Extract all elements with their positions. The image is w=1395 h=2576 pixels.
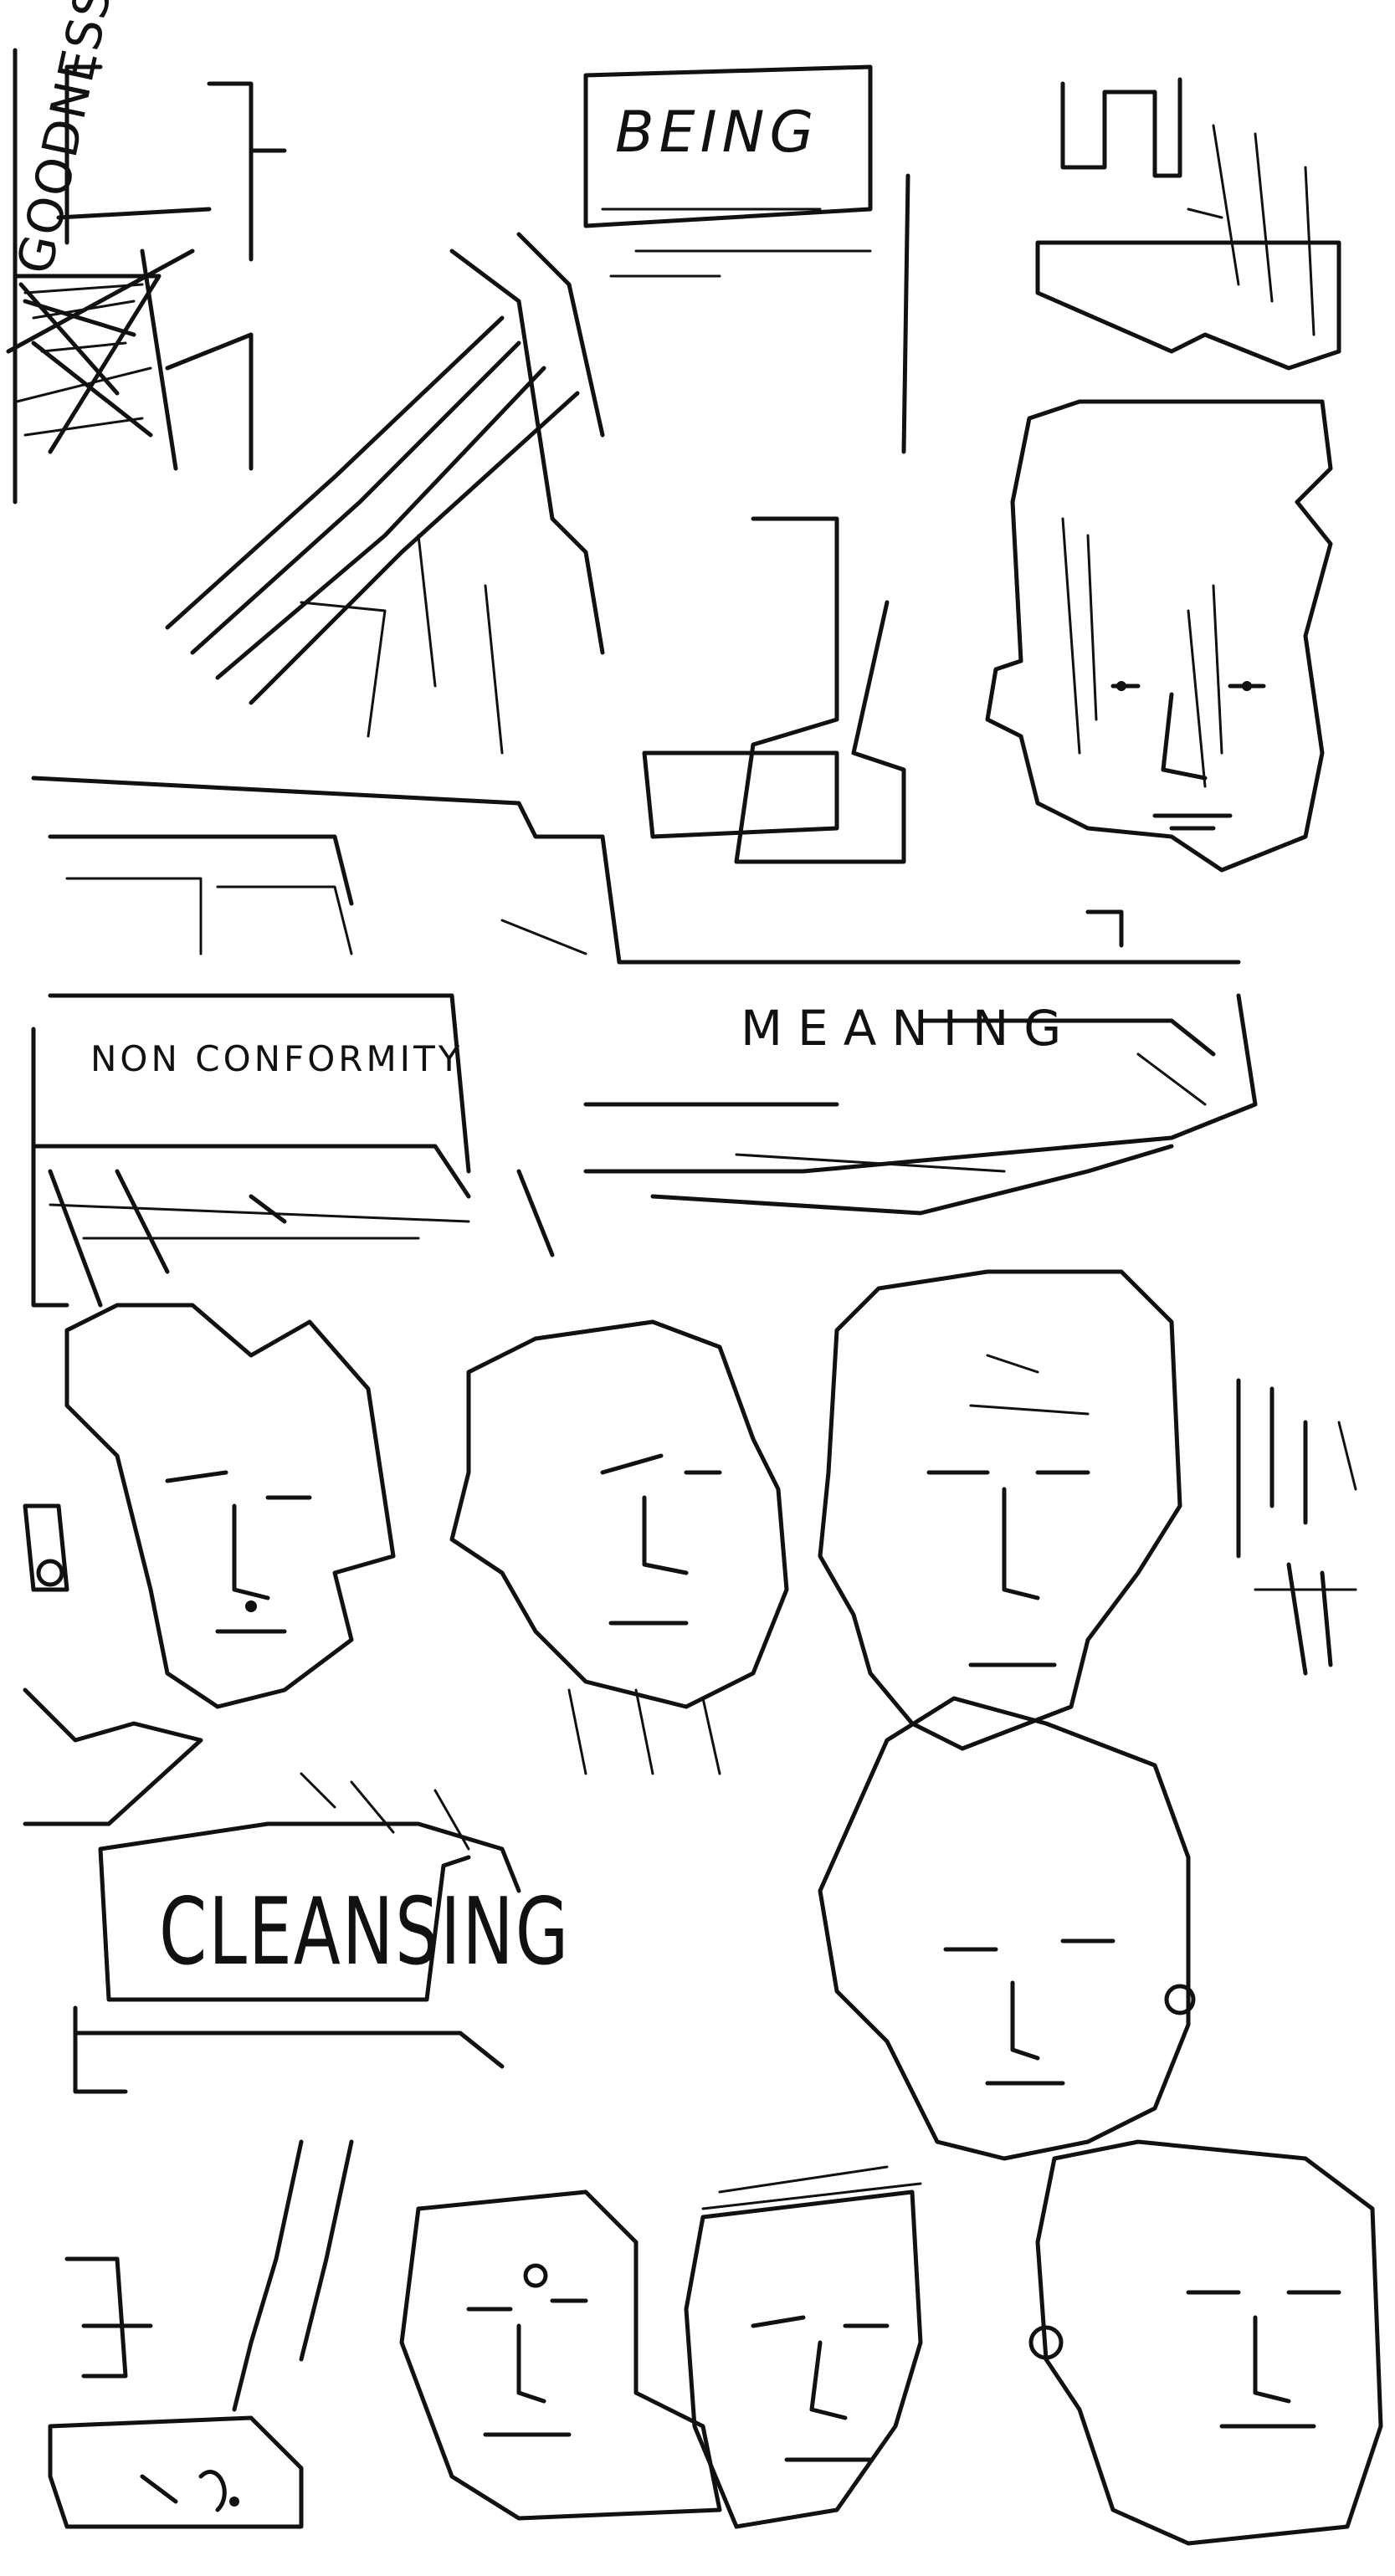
face-bottom-left: [399, 2189, 722, 2521]
being-word: BEING: [615, 100, 819, 166]
central-ribbons: [165, 232, 906, 864]
being-frame: [583, 64, 910, 454]
top-left-wedge: [6, 48, 254, 504]
meaning-word: MEANING: [741, 1000, 1077, 1057]
right-edge-marks: [1236, 1378, 1357, 1676]
nonconformity-frame: [31, 993, 471, 1308]
meaning-band: [516, 993, 1258, 1257]
face-top-right: [985, 399, 1333, 873]
face-bottom-center: [684, 2165, 923, 2529]
cleansing-word: CLEANSING: [159, 1878, 571, 1986]
face-center-middle: [449, 1319, 789, 1775]
face-left-middle: [23, 1303, 396, 1826]
nonconformity-word: NON CONFORMITY: [90, 1038, 464, 1079]
cleansing-frame: [73, 1772, 521, 2094]
face-bottom-right: [1028, 2139, 1383, 2546]
bottom-strip: [48, 2139, 354, 2529]
face-lower-right: [818, 1696, 1196, 2161]
middle-band: [31, 750, 1241, 965]
face-right-middle: [818, 1269, 1182, 1751]
top-right-cluster: [1035, 77, 1341, 371]
goodness-bracket: [64, 64, 287, 262]
